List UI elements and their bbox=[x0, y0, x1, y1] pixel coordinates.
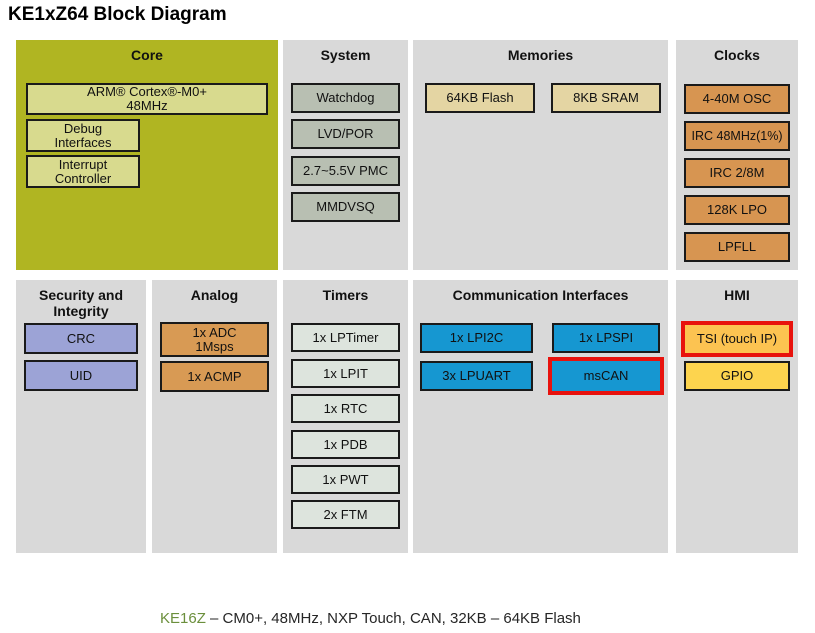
debug-line1: Debug bbox=[63, 120, 103, 136]
clocks-panel: Clocks 4-40M OSC IRC 48MHz(1%) IRC 2/8M … bbox=[676, 40, 798, 270]
flash-block: 64KB Flash bbox=[425, 83, 535, 113]
timers-header: Timers bbox=[322, 287, 369, 303]
page-title: KE1xZ64 Block Diagram bbox=[8, 4, 227, 25]
interrupt-line2: Controller bbox=[54, 170, 112, 186]
mmdvsq-block: MMDVSQ bbox=[291, 192, 400, 222]
arm-cortex-line1: ARM® Cortex®-M0+ bbox=[87, 84, 207, 99]
irc48-block: IRC 48MHz(1%) bbox=[684, 121, 790, 151]
core-header: Core bbox=[131, 47, 163, 63]
lptimer-block: 1x LPTimer bbox=[291, 323, 400, 352]
crc-block: CRC bbox=[24, 323, 138, 354]
adc-line1: 1x ADC bbox=[192, 324, 237, 340]
debug-interfaces-block: Debug Interfaces bbox=[26, 119, 140, 152]
tsi-block-highlighted: TSI (touch IP) bbox=[681, 321, 793, 357]
interrupt-controller-block: Interrupt Controller bbox=[26, 155, 140, 188]
irc28-block: IRC 2/8M bbox=[684, 158, 790, 188]
gpio-block: GPIO bbox=[684, 361, 790, 391]
system-panel: System Watchdog LVD/POR 2.7~5.5V PMC MMD… bbox=[283, 40, 408, 270]
comm-panel: Communication Interfaces 1x LPI2C 1x LPS… bbox=[413, 280, 668, 553]
security-header: Security and Integrity bbox=[16, 280, 146, 319]
watchdog-block: Watchdog bbox=[291, 83, 400, 113]
lpfll-block: LPFLL bbox=[684, 232, 790, 262]
core-panel: Core ARM® Cortex®-M0+ 48MHz Debug Interf… bbox=[16, 40, 278, 270]
model-specs-ke16z: – CM0+, 48MHz, NXP Touch, CAN, 32KB – 64… bbox=[205, 610, 581, 627]
acmp-block: 1x ACMP bbox=[160, 361, 269, 392]
mscan-block-highlighted: msCAN bbox=[548, 357, 664, 395]
sram-block: 8KB SRAM bbox=[551, 83, 661, 113]
pmc-block: 2.7~5.5V PMC bbox=[291, 156, 400, 186]
lpuart-block: 3x LPUART bbox=[420, 361, 533, 391]
hmi-panel: HMI TSI (touch IP) GPIO bbox=[676, 280, 798, 553]
analog-panel: Analog 1x ADC 1Msps 1x ACMP bbox=[152, 280, 277, 553]
arm-cortex-block: ARM® Cortex®-M0+ 48MHz bbox=[26, 83, 268, 115]
lpi2c-block: 1x LPI2C bbox=[420, 323, 533, 353]
security-panel: Security and Integrity CRC UID bbox=[16, 280, 146, 553]
memories-header: Memories bbox=[507, 47, 574, 63]
ftm-block: 2x FTM bbox=[291, 500, 400, 529]
rtc-block: 1x RTC bbox=[291, 394, 400, 423]
clocks-header: Clocks bbox=[714, 47, 760, 63]
adc-block: 1x ADC 1Msps bbox=[160, 322, 269, 357]
osc-block: 4-40M OSC bbox=[684, 84, 790, 114]
security-header-line1: Security and bbox=[38, 287, 124, 303]
arm-cortex-line2: 48MHz bbox=[126, 98, 168, 113]
lpo-block: 128K LPO bbox=[684, 195, 790, 225]
system-header: System bbox=[320, 47, 371, 63]
adc-line2: 1Msps bbox=[195, 338, 234, 354]
model-name-ke16z: KE16Z bbox=[160, 610, 206, 627]
model-comparison-list: KE16Z – CM0+, 48MHz, NXP Touch, CAN, 32K… bbox=[160, 566, 581, 633]
interrupt-line1: Interrupt bbox=[58, 156, 108, 172]
lvd-por-block: LVD/POR bbox=[291, 119, 400, 149]
lpit-block: 1x LPIT bbox=[291, 359, 400, 388]
model-line-ke16z: KE16Z – CM0+, 48MHz, NXP Touch, CAN, 32K… bbox=[160, 608, 581, 629]
uid-block: UID bbox=[24, 360, 138, 391]
pdb-block: 1x PDB bbox=[291, 430, 400, 459]
debug-line2: Interfaces bbox=[54, 134, 112, 150]
hmi-header: HMI bbox=[724, 287, 750, 303]
security-header-line2: Integrity bbox=[53, 303, 109, 319]
analog-header: Analog bbox=[190, 287, 239, 303]
memories-panel: Memories 64KB Flash 8KB SRAM bbox=[413, 40, 668, 270]
pwt-block: 1x PWT bbox=[291, 465, 400, 494]
lpspi-block: 1x LPSPI bbox=[552, 323, 660, 353]
comm-header: Communication Interfaces bbox=[452, 287, 629, 303]
timers-panel: Timers 1x LPTimer 1x LPIT 1x RTC 1x PDB … bbox=[283, 280, 408, 553]
